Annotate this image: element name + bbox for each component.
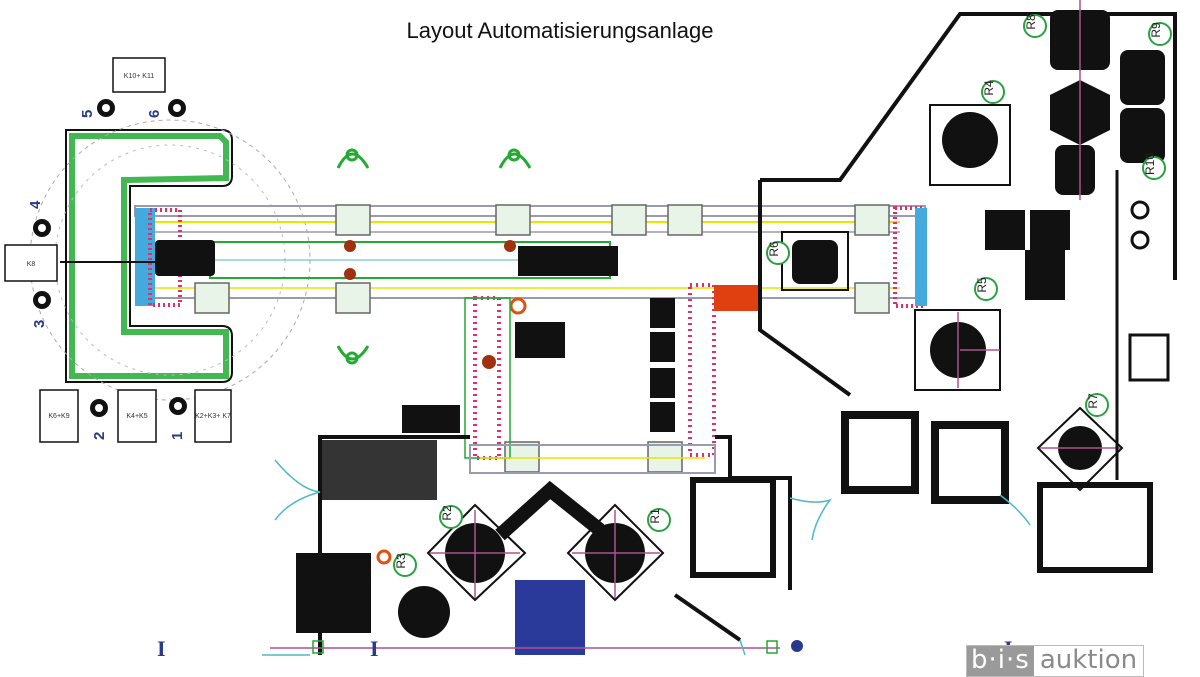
worker-icon-3 bbox=[33, 291, 51, 309]
operator-icon bbox=[336, 148, 532, 365]
robot-label-r3: R3 bbox=[393, 553, 417, 577]
worker-icon-2 bbox=[90, 399, 108, 417]
station-number-1: 1 bbox=[169, 432, 186, 440]
svg-text:R9: R9 bbox=[1149, 22, 1163, 38]
hazard-marker bbox=[509, 297, 527, 315]
stop-marker bbox=[482, 355, 496, 369]
stop-marker bbox=[344, 240, 356, 252]
robot-label-r2: R2 bbox=[439, 505, 463, 529]
stop-marker bbox=[504, 240, 516, 252]
svg-text:K8: K8 bbox=[27, 261, 36, 268]
svg-text:R3: R3 bbox=[394, 553, 408, 569]
section-marker: I bbox=[157, 636, 166, 661]
worker-icon-5 bbox=[97, 99, 115, 117]
station-number-3: 3 bbox=[31, 320, 48, 328]
robot-label-r5: R5 bbox=[974, 277, 998, 301]
robot-label-r10: R10 bbox=[1142, 153, 1166, 180]
worker-icon-4 bbox=[33, 219, 51, 237]
robot-label-r7: R7 bbox=[1085, 393, 1109, 417]
station-box-k10-k11: K10+ K11 bbox=[112, 57, 166, 93]
sensor-marker bbox=[766, 640, 778, 654]
drawing-title: Layout Automatisierungsanlage bbox=[406, 18, 714, 43]
brand-logo: b·i·s auktion bbox=[966, 645, 1145, 677]
svg-text:R5: R5 bbox=[975, 277, 989, 293]
hazard-marker bbox=[376, 549, 392, 565]
svg-text:R6: R6 bbox=[767, 241, 781, 257]
robot-label-r6: R6 bbox=[766, 241, 790, 265]
station-number-6: 6 bbox=[146, 110, 163, 118]
marker-dot bbox=[791, 640, 803, 652]
loading-robot bbox=[155, 240, 215, 276]
svg-text:R2: R2 bbox=[440, 505, 454, 521]
worker-icon-6 bbox=[168, 99, 186, 117]
svg-text:K6+K9: K6+K9 bbox=[48, 413, 69, 420]
station-number-2: 2 bbox=[91, 432, 108, 440]
sensor-marker bbox=[312, 640, 324, 654]
machine bbox=[690, 477, 776, 578]
robot-label-r9: R9 bbox=[1148, 22, 1172, 46]
station-number-4: 4 bbox=[27, 200, 44, 209]
vertical-conveyor bbox=[464, 283, 759, 474]
robot-label-r8: R8 bbox=[1023, 14, 1047, 38]
svg-text:R7: R7 bbox=[1086, 393, 1100, 409]
station-box-k4-k5: K4+K5 bbox=[117, 389, 157, 443]
svg-text:R4: R4 bbox=[982, 80, 996, 96]
brand-logo-part1: b·i·s bbox=[967, 646, 1034, 676]
door-swings bbox=[262, 459, 1031, 656]
svg-text:R1: R1 bbox=[648, 508, 662, 524]
svg-text:K4+K5: K4+K5 bbox=[126, 413, 147, 420]
machine bbox=[322, 440, 437, 500]
stop-marker bbox=[344, 268, 356, 280]
right-column bbox=[1115, 170, 1170, 480]
svg-text:R10: R10 bbox=[1143, 153, 1157, 175]
svg-text:K2+K3+ K7: K2+K3+ K7 bbox=[195, 413, 231, 420]
robot-label-r1: R1 bbox=[647, 508, 671, 532]
station-box-k6-k9: K6+K9 bbox=[39, 389, 79, 443]
section-marker: I bbox=[370, 636, 379, 661]
robot-cells bbox=[296, 10, 1165, 655]
axis-lines bbox=[270, 0, 1120, 649]
robot-label-r4: R4 bbox=[981, 80, 1005, 104]
station-number-5: 5 bbox=[79, 110, 96, 118]
station-box-k8: K8 bbox=[4, 244, 58, 282]
equipment-blocks bbox=[402, 246, 675, 433]
svg-text:K10+ K11: K10+ K11 bbox=[124, 73, 155, 80]
brand-logo-part2: auktion bbox=[1033, 646, 1144, 676]
svg-text:R8: R8 bbox=[1024, 14, 1038, 30]
station-box-k2-k3-k7: K2+K3+ K7 bbox=[194, 389, 232, 443]
robot-labels: R1 R2 R3 R4 R5 R6 R7 R8 R9 R10 bbox=[393, 14, 1172, 577]
worker-icon-1 bbox=[169, 397, 187, 415]
